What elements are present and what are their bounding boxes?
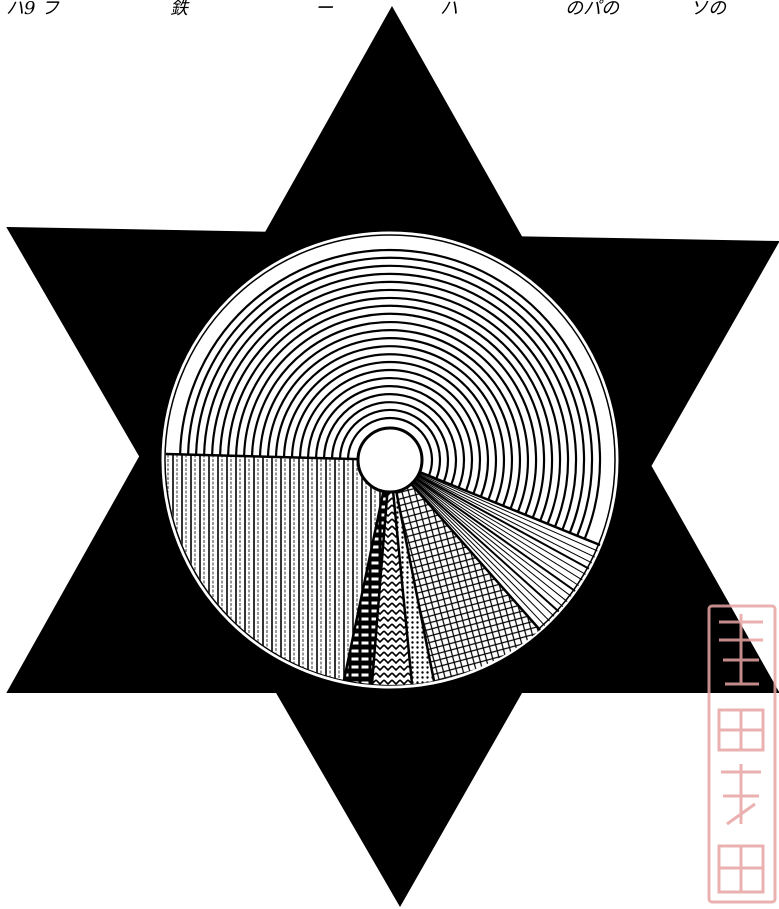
library-seal-stamp [705,600,779,909]
center-hole [358,428,422,492]
